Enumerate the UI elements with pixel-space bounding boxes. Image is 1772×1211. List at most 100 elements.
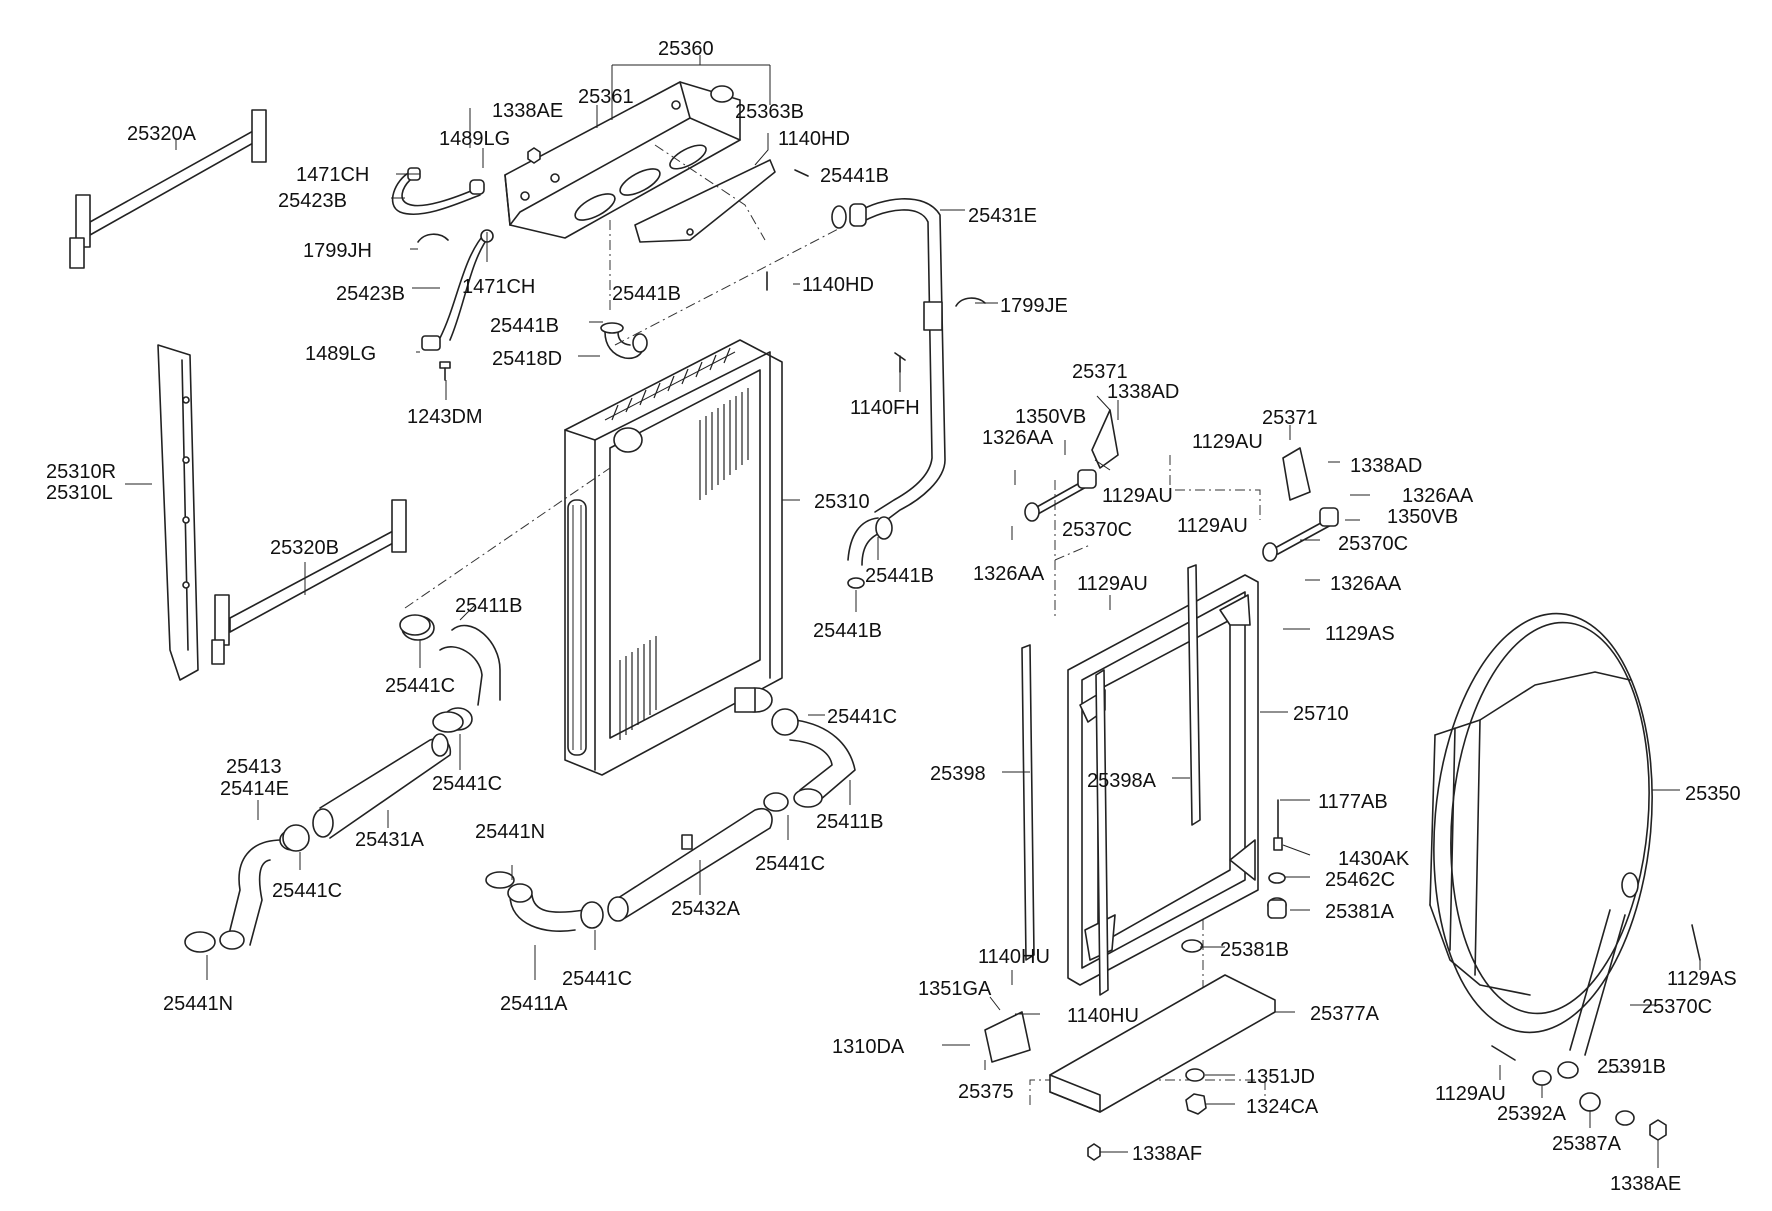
leader-lines xyxy=(125,108,1701,1168)
clamps-25441C-25441N-left xyxy=(184,614,464,953)
label-25431A: 25431A xyxy=(355,829,425,851)
label-25441B-e: 25441B xyxy=(813,620,882,642)
label-25377A: 25377A xyxy=(1310,1003,1380,1025)
label-25398A: 25398A xyxy=(1087,770,1157,792)
bolt-1338AF xyxy=(1087,1143,1101,1161)
stay-rod-25370C-left xyxy=(1024,469,1097,522)
label-1140HU-b: 1140HU xyxy=(1067,1005,1139,1027)
label-1350VB-a: 1350VB xyxy=(1015,406,1086,428)
bracket-25320B xyxy=(211,499,407,665)
label-1129AS-a: 1129AS xyxy=(1325,623,1395,645)
label-25370C-c: 25370C xyxy=(1642,996,1712,1018)
label-1326AA-d: 1326AA xyxy=(1330,573,1402,595)
label-25381A: 25381A xyxy=(1325,901,1395,923)
label-25361: 25361 xyxy=(578,86,634,108)
bolt-1338AE-top xyxy=(527,147,541,164)
label-25310R: 25310R xyxy=(46,461,116,483)
label-1799JH: 1799JH xyxy=(303,240,372,262)
mount-25381A-25381B-25462C xyxy=(1181,872,1287,953)
label-1140HD-a: 1140HD xyxy=(778,128,850,150)
label-25441C-f: 25441C xyxy=(755,853,825,875)
label-1310DA: 1310DA xyxy=(832,1036,905,1058)
label-25363B: 25363B xyxy=(735,101,804,123)
label-25370C-a: 25370C xyxy=(1062,519,1132,541)
label-1140FH: 1140FH xyxy=(850,397,920,419)
bracket-25320A xyxy=(69,109,267,269)
tank-bracket-25363B xyxy=(634,159,776,243)
support-25377A xyxy=(1049,974,1276,1113)
hose-25411A xyxy=(485,871,604,932)
bolt-1140FH xyxy=(894,352,906,373)
label-25411A: 25411A xyxy=(500,993,568,1015)
label-25431E: 25431E xyxy=(968,205,1037,227)
label-25423B-b: 25423B xyxy=(336,283,405,305)
plate-25371 xyxy=(1091,409,1311,501)
label-25381B: 25381B xyxy=(1220,939,1289,961)
label-25418D: 25418D xyxy=(492,348,562,370)
label-25441N-a: 25441N xyxy=(475,821,545,843)
panel-25310R-25310L xyxy=(157,344,199,681)
label-25441C-b: 25441C xyxy=(827,706,897,728)
label-1471CH-b: 1471CH xyxy=(462,276,535,298)
label-1471CH-a: 1471CH xyxy=(296,164,369,186)
label-25441C-c: 25441C xyxy=(432,773,502,795)
label-25414E: 25414E xyxy=(220,778,289,800)
label-25441C-e: 25441C xyxy=(562,968,632,990)
strip-25398 xyxy=(1021,644,1035,961)
label-1351JD: 1351JD xyxy=(1246,1066,1315,1088)
label-1430AK: 1430AK xyxy=(1338,848,1410,870)
clip-1799JE xyxy=(955,297,986,307)
label-1243DM: 1243DM xyxy=(407,406,483,428)
label-1326AA-b: 1326AA xyxy=(973,563,1045,585)
label-25441B-c: 25441B xyxy=(612,283,681,305)
label-1489LG-b: 1489LG xyxy=(305,343,376,365)
bracket-25375 xyxy=(984,1011,1031,1063)
label-25320A: 25320A xyxy=(127,123,197,145)
hose-short-25441B xyxy=(847,516,893,589)
hose-25431E xyxy=(831,198,946,526)
label-25441B-b: 25441B xyxy=(490,315,559,337)
label-1326AA-a: 1326AA xyxy=(982,427,1054,449)
label-25441N-b: 25441N xyxy=(163,993,233,1015)
label-25371-a: 25371 xyxy=(1072,361,1128,383)
label-1338AE-b: 1338AE xyxy=(1610,1173,1681,1195)
label-1338AD-a: 1338AD xyxy=(1107,381,1179,403)
bolts-1140HD xyxy=(766,169,809,291)
label-25392A: 25392A xyxy=(1497,1103,1567,1125)
strip-25398A xyxy=(1095,669,1109,996)
surge-tank-25361 xyxy=(504,81,741,239)
label-1799JE: 1799JE xyxy=(1000,295,1068,317)
label-1177AB: 1177AB xyxy=(1318,791,1388,813)
label-1338AF: 1338AF xyxy=(1132,1143,1202,1165)
hose-25411B-lower xyxy=(763,708,856,812)
label-25411B-b: 25411B xyxy=(816,811,883,833)
label-25310: 25310 xyxy=(814,491,870,513)
label-25432A: 25432A xyxy=(671,898,741,920)
part-number-labels: 25360 25361 25363B 1338AE 1489LG 1140HD … xyxy=(46,38,1741,1195)
radiator-25310 xyxy=(564,339,783,776)
label-25320B: 25320B xyxy=(270,537,339,559)
fan-shroud-25350 xyxy=(1429,612,1653,1034)
hose-25423B-upper xyxy=(391,167,485,216)
pipe-25432A xyxy=(607,808,773,922)
label-25310L: 25310L xyxy=(46,482,113,504)
clip-1799JH xyxy=(417,233,449,243)
label-1129AU-c: 1129AU xyxy=(1177,515,1248,537)
label-1326AA-c: 1326AA xyxy=(1402,485,1474,507)
label-25391B: 25391B xyxy=(1597,1056,1666,1078)
label-25441B-a: 25441B xyxy=(820,165,889,187)
stay-rod-25370C-lower xyxy=(1557,872,1639,1079)
label-25441B-d: 25441B xyxy=(865,565,934,587)
hose-25423B-lower xyxy=(421,229,494,351)
label-25370C-b: 25370C xyxy=(1338,533,1408,555)
label-25441C-a: 25441C xyxy=(385,675,455,697)
label-25371-b: 25371 xyxy=(1262,407,1318,429)
label-1338AD-b: 1338AD xyxy=(1350,455,1422,477)
pipe-25431A xyxy=(312,733,452,839)
label-25441C-d: 25441C xyxy=(272,880,342,902)
label-25413: 25413 xyxy=(226,756,282,778)
stay-rod-25370C-right xyxy=(1262,507,1339,562)
label-1338AE-top: 1338AE xyxy=(492,100,563,122)
label-1129AU-d: 1129AU xyxy=(1077,573,1148,595)
